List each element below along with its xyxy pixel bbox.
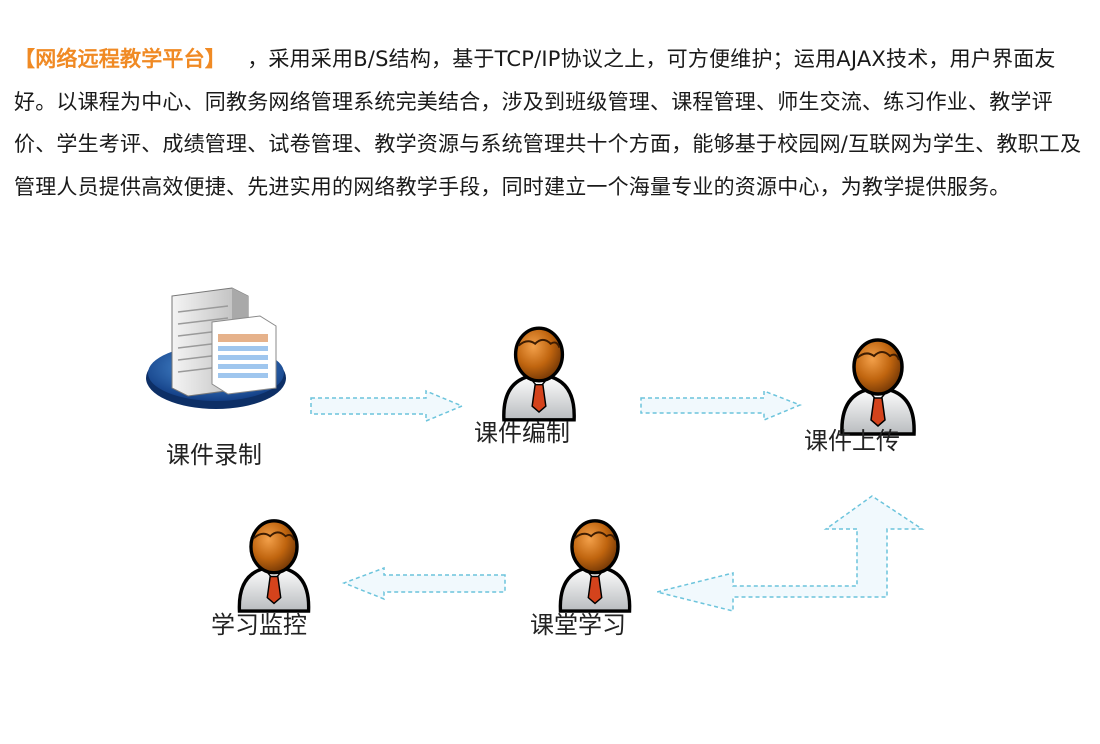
intro-paragraph: 【网络远程教学平台】 ，采用采用B/S结构，基于TCP/IP协议之上，可方便维护…	[14, 38, 1086, 208]
intro-text: ，采用采用B/S结构，基于TCP/IP协议之上，可方便维护；运用AJAX技术，用…	[14, 47, 1082, 199]
arrow-edit-to-upload	[640, 389, 803, 422]
person-icon	[502, 326, 576, 422]
label-monitor: 学习监控	[211, 611, 307, 639]
label-record: 课件录制	[166, 441, 262, 469]
label-upload: 课件上传	[804, 427, 900, 455]
server-icon	[146, 287, 286, 409]
arrow-record-to-edit	[310, 389, 464, 423]
label-edit: 课件编制	[474, 419, 570, 447]
platform-title: 【网络远程教学平台】	[14, 47, 226, 71]
person-icon	[237, 519, 311, 613]
person-icon	[558, 519, 632, 613]
person-icon	[840, 338, 916, 436]
label-classroom: 课堂学习	[530, 611, 626, 639]
arrow-classroom-to-monitor	[341, 566, 506, 601]
arrow-upload-to-classroom	[656, 495, 925, 612]
